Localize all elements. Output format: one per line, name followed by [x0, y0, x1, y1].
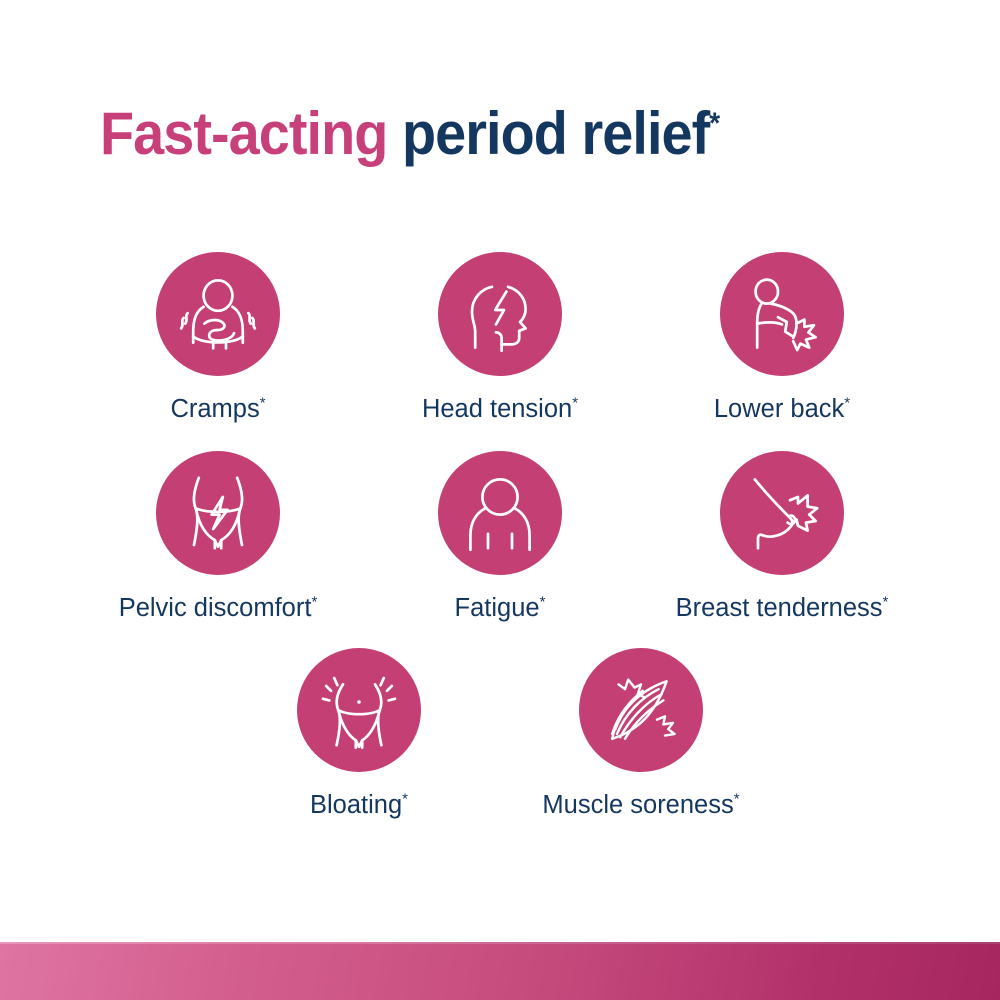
symptom-item-muscle-soreness[interactable]: Muscle soreness*: [500, 648, 782, 820]
symptom-row-2: Pelvic discomfort* Fatigue*: [0, 451, 1000, 623]
symptom-grid: Cramps* Head tension*: [0, 252, 1000, 848]
bottom-accent-bar-highlight: [0, 942, 1000, 944]
symptom-label: Cramps*: [170, 394, 266, 423]
page-title-asterisk: *: [709, 107, 720, 140]
symptom-label: Fatigue*: [454, 593, 546, 622]
symptom-item-fatigue[interactable]: Fatigue*: [359, 451, 641, 623]
label-asterisk: *: [733, 790, 740, 808]
symptom-row-3: Bloating*: [0, 648, 1000, 820]
symptom-icon-circle: [579, 648, 703, 772]
label-asterisk: *: [882, 593, 889, 611]
symptom-label: Pelvic discomfort*: [118, 593, 318, 622]
label-asterisk: *: [539, 593, 546, 611]
label-asterisk: *: [259, 394, 266, 412]
symptom-label: Bloating*: [310, 790, 408, 819]
muscle-fiber-starburst-icon: [611, 678, 676, 740]
page-title-pink-part: Fast-acting: [100, 100, 388, 167]
symptom-icon-circle: [720, 252, 844, 376]
symptom-icon-circle: [156, 451, 280, 575]
symptom-label: Muscle soreness*: [542, 790, 740, 819]
bloated-belly-radiating-lines-icon: [321, 676, 397, 749]
symptom-item-head-tension[interactable]: Head tension*: [359, 252, 641, 424]
label-asterisk: *: [572, 394, 579, 412]
breast-profile-starburst-icon: [753, 478, 819, 550]
bottom-accent-bar: [0, 942, 1000, 1000]
person-bust-slumped-shoulders-icon: [469, 478, 531, 552]
symptom-label: Lower back*: [713, 394, 851, 423]
symptom-label: Breast tenderness*: [675, 593, 889, 622]
label-asterisk: *: [311, 593, 318, 611]
page-title-navy-part: period relief: [401, 100, 710, 167]
symptom-icon-circle: [297, 648, 421, 772]
symptom-item-breast-tenderness[interactable]: Breast tenderness*: [641, 451, 923, 623]
person-bent-back-pain-starburst-icon: [754, 278, 817, 352]
page-title: Fast-acting period relief*: [100, 103, 900, 165]
symptom-icon-circle: [438, 451, 562, 575]
head-profile-lightning-bolt-icon: [470, 285, 527, 353]
symptom-label: Head tension*: [421, 394, 579, 423]
cramps-person-holding-abdomen-icon: [179, 279, 257, 350]
symptom-item-bloating[interactable]: Bloating*: [218, 648, 500, 820]
label-asterisk: *: [844, 394, 851, 412]
symptom-icon-circle: [156, 252, 280, 376]
symptom-item-cramps[interactable]: Cramps*: [77, 252, 359, 424]
label-asterisk: *: [402, 790, 408, 808]
symptom-icon-circle: [720, 451, 844, 575]
pelvis-underwear-lightning-bolt-icon: [192, 476, 244, 550]
symptom-icon-circle: [438, 252, 562, 376]
symptom-row-1: Cramps* Head tension*: [0, 252, 1000, 424]
symptom-item-pelvic-discomfort[interactable]: Pelvic discomfort*: [77, 451, 359, 623]
symptom-item-lower-back[interactable]: Lower back*: [641, 252, 923, 424]
